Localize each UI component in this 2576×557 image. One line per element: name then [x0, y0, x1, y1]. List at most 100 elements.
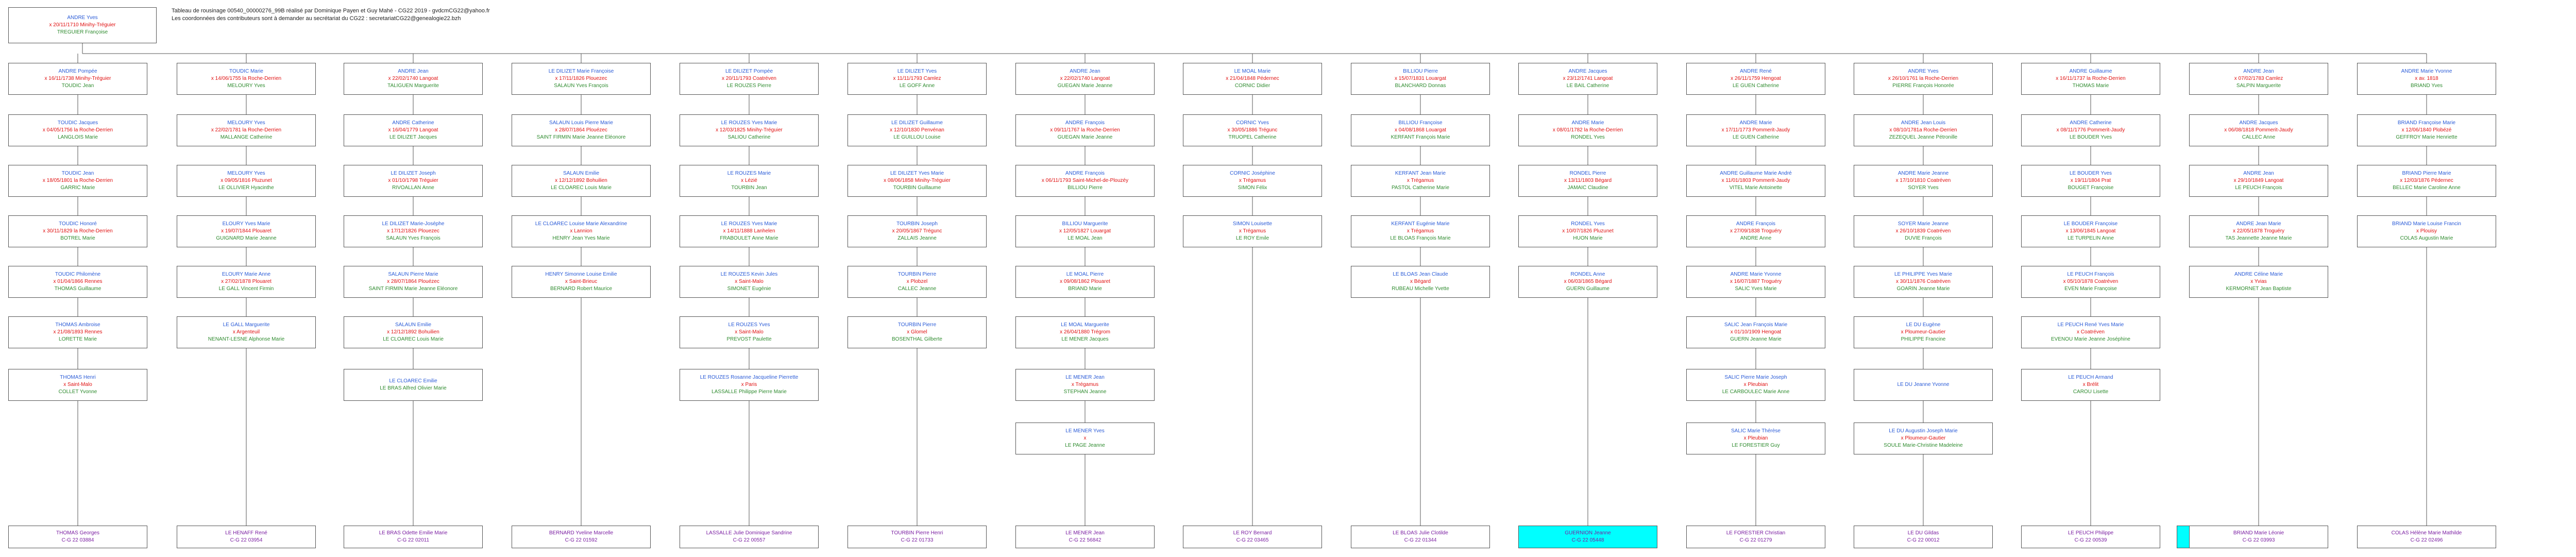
spouse-name: SIMONET Eugénie [727, 286, 771, 292]
marriage-info: x 12/12/1892 Bohuilien [555, 178, 607, 183]
person-name: ANDRE François [1065, 120, 1105, 126]
spouse-name: LE GUILLOU Louise [893, 134, 941, 140]
marriage-info: x 20/11/1793 Coatréven [721, 76, 776, 81]
person-name: ANDRE Pompée [58, 69, 97, 74]
person-name: TOURBIN Joseph [896, 221, 938, 227]
spouse-name: GUERN Guillaume [1566, 286, 1609, 292]
marriage-info: x 22/05/1878 Troguéry [2232, 228, 2285, 234]
person-name: ANDRE Catherine [392, 120, 434, 126]
person-name: LE ROUZES Marie [727, 171, 771, 176]
spouse-name: SALAUN Yves François [386, 235, 440, 241]
marriage-info: x 28/07/1864 Plouézec [387, 279, 439, 284]
person-name: MELOURY Yves [227, 120, 265, 126]
person-name: LE BOUDER Yves [2069, 171, 2112, 176]
spouse-name: SAINT FIRMIN Marie Jeanne Eléonore [368, 286, 458, 292]
spouse-name: CALLEC Jeanne [897, 286, 937, 292]
person-name: ANDRE Jacques [1568, 69, 1607, 74]
person-name: SALAUN Pierre Marie [388, 272, 438, 277]
spouse-name: CORNIC Didier [1234, 83, 1270, 89]
spouse-name: SALIOU Catherine [727, 134, 771, 140]
person-name: LE DILIZET Joseph [391, 171, 436, 176]
spouse-name: ZALLAIS Jeanne [897, 235, 937, 241]
person-name: SALIC Marie Thérèse [1731, 428, 1781, 434]
spouse-name: PREVOST Paulette [726, 336, 772, 342]
person-box: LE ROUZES Rosanne Jacqueline Pierrette x … [680, 369, 819, 401]
person-name: SALAUN Emilie [395, 322, 432, 328]
marriage-info: x 06/03/1865 Bégard [1564, 279, 1612, 284]
spouse-name: LANGLOIS Marie [58, 134, 98, 140]
person-name: ANDRE Marie [1739, 120, 1772, 126]
contributor-name: GUERNION Jeanne [1565, 530, 1611, 536]
contributor-number: C-G 22 01279 [1739, 537, 1772, 543]
marriage-info: x 12/05/1827 Louargat [1059, 228, 1111, 234]
marriage-info: x Paris [741, 382, 757, 387]
person-name: SALIC Jean François Marie [1724, 322, 1788, 328]
person-name: ANDRE Yves [1908, 69, 1939, 74]
marriage-info: x 16/11/1737 la Roche-Derrien [2056, 76, 2126, 81]
person-name: LE DILIZET Yves Marie [890, 171, 944, 176]
person-name: ELOURY Yves Marie [222, 221, 270, 227]
person-name: ELOURY Marie Anne [222, 272, 271, 277]
spouse-name: MELOURY Yves [227, 83, 265, 89]
spouse-name: KERFANT François Marie [1391, 134, 1450, 140]
spouse-name: JAMAIC Claudine [1567, 185, 1608, 191]
person-name: LE DILIZET Pompée [725, 69, 773, 74]
spouse-name: BELLEC Marie Caroline Anne [2393, 185, 2461, 191]
spouse-name: LE GUEN Catherine [1732, 83, 1780, 89]
marriage-info: x Bégard [1410, 279, 1431, 284]
contributor-number: C-G 22 02011 [397, 537, 430, 543]
marriage-info: x 17/11/1773 Pommerit-Jaudy [1721, 127, 1790, 133]
spouse-name: GEFFROY Marie Henriette [2396, 134, 2458, 140]
spouse-name: COLAS Augustin Marie [2400, 235, 2453, 241]
spouse-name: LE PEUCH François [2235, 185, 2282, 191]
spouse-name: CAROU Lisette [2073, 389, 2109, 395]
spouse-name: LE CLOAREC Louis Marie [383, 336, 444, 342]
person-name: BRIAND Françoise Marie [2397, 120, 2456, 126]
person-name: LE PEUCH Armand [2068, 375, 2113, 380]
spouse-name: GUIGNARD Marie Jeanne [216, 235, 277, 241]
spouse-name: ZEZEQUEL Jeanne Pétronille [1889, 134, 1958, 140]
person-name: TOUDIC Jacques [57, 120, 98, 126]
spouse-name: LE BAIL Catherine [1566, 83, 1609, 89]
spouse-name: GUEGAN Marie Jeanne [1057, 83, 1113, 89]
marriage-info: x Ploumeur-Gautier [1901, 329, 1946, 335]
spouse-name: TRUOPEL Catherine [1228, 134, 1277, 140]
spouse-name: BOTREL Marie [60, 235, 95, 241]
marriage-info: x 21/08/1893 Rennes [53, 329, 103, 335]
person-name: LE ROUZES Rosanne Jacqueline Pierrette [700, 375, 799, 380]
marriage-info: x 11/01/1803 Pommerit-Jaudy [1721, 178, 1790, 183]
header-line-2: Les coordonnées des contributeurs sont à… [172, 15, 461, 22]
spouse-name: TAS Jeannette Jeanne Marie [2225, 235, 2292, 241]
marriage-info: x Trégamus [1406, 178, 1434, 183]
spouse-name: PASTOL Catherine Marie [1391, 185, 1450, 191]
marriage-info: x 29/10/1849 Langoat [2233, 178, 2284, 183]
spouse-name: CALLEC Anne [2242, 134, 2276, 140]
contributor-name: LE ROY Bernard [1233, 530, 1272, 536]
person-box: LE DU Jeanne Yvonne [1854, 369, 1993, 401]
spouse-name: VITEL Marie Antoinette [1729, 185, 1783, 191]
